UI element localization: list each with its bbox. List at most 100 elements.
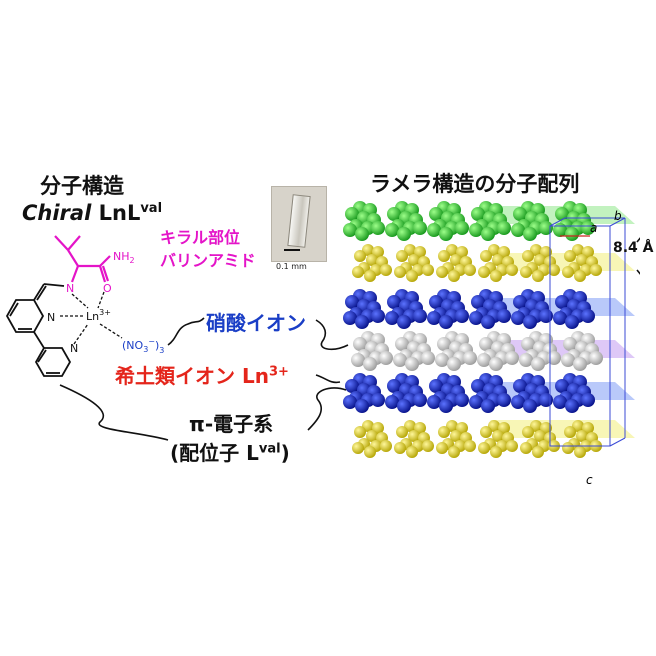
- atom-sphere: [363, 357, 377, 371]
- atom-sphere: [589, 351, 603, 365]
- atom-sphere: [371, 221, 385, 235]
- chiral-line2: バリンアミド: [160, 251, 256, 270]
- molecule-layers: [343, 201, 603, 458]
- atom-sphere: [497, 221, 511, 235]
- molecule-structure: NH2 O N N N Ln3+ (NO3−)3: [5, 235, 164, 377]
- atom-sphere: [396, 250, 408, 262]
- atom-sphere: [555, 295, 569, 309]
- atom-sphere: [565, 227, 579, 241]
- atom-sphere: [553, 223, 567, 237]
- py2-n-text: N: [70, 342, 78, 355]
- atom-sphere: [519, 353, 533, 367]
- atom-sphere: [553, 395, 567, 409]
- atom-sphere: [539, 393, 553, 407]
- atom-sphere: [511, 311, 525, 325]
- atom-sphere: [393, 353, 407, 367]
- lamellar-structure: b c a: [343, 201, 640, 487]
- atom-sphere: [406, 446, 418, 458]
- atom-sphere: [343, 223, 357, 237]
- atom-sphere: [471, 207, 485, 221]
- atom-sphere: [385, 311, 399, 325]
- atom-sphere: [539, 309, 553, 323]
- atom-sphere: [574, 446, 586, 458]
- atom-sphere: [387, 379, 401, 393]
- atom-sphere: [523, 399, 537, 413]
- atom-sphere: [450, 254, 462, 266]
- carbonyl-o-text: O: [103, 282, 112, 295]
- atom-sphere: [492, 430, 504, 442]
- atom-sphere: [439, 227, 453, 241]
- atom-sphere: [581, 309, 595, 323]
- atom-sphere: [352, 266, 364, 278]
- atom-sphere: [429, 295, 443, 309]
- atom-sphere: [436, 266, 448, 278]
- atom-sphere: [396, 426, 408, 438]
- atom-sphere: [429, 207, 443, 221]
- atom-sphere: [448, 270, 460, 282]
- axis-b-label: b: [614, 209, 622, 223]
- atom-sphere: [522, 426, 534, 438]
- atom-sphere: [590, 264, 602, 276]
- atom-sphere: [343, 395, 357, 409]
- atom-sphere: [497, 309, 511, 323]
- atom-sphere: [565, 315, 579, 329]
- atom-sphere: [531, 357, 545, 371]
- chiral-line1: キラル部位: [160, 228, 241, 247]
- atom-sphere: [574, 270, 586, 282]
- atom-sphere: [455, 393, 469, 407]
- atom-sphere: [385, 223, 399, 237]
- atom-sphere: [469, 311, 483, 325]
- yellow-layer: [352, 244, 602, 282]
- atom-sphere: [366, 430, 378, 442]
- atom-sphere: [437, 337, 451, 351]
- ligand-label: (配位子 Lval): [170, 437, 290, 466]
- atom-sphere: [353, 337, 367, 351]
- subtitle-main: LnL: [91, 201, 141, 225]
- connector-rare-earth: [315, 374, 341, 384]
- atom-sphere: [355, 227, 369, 241]
- atom-sphere: [394, 442, 406, 454]
- atom-sphere: [380, 440, 392, 452]
- nitrate-ion-label: 硝酸イオン: [206, 311, 306, 335]
- py1-n-text: N: [47, 311, 55, 324]
- atom-sphere: [469, 223, 483, 237]
- atom-sphere: [548, 264, 560, 276]
- atom-sphere: [565, 399, 579, 413]
- atom-sphere: [463, 351, 477, 365]
- atom-sphere: [413, 393, 427, 407]
- axis-c-label: c: [586, 473, 593, 487]
- atom-sphere: [521, 337, 535, 351]
- atom-sphere: [397, 227, 411, 241]
- atom-sphere: [394, 266, 406, 278]
- atom-sphere: [506, 264, 518, 276]
- atom-sphere: [405, 357, 419, 371]
- atom-sphere: [397, 315, 411, 329]
- atom-sphere: [564, 250, 576, 262]
- atom-sphere: [385, 395, 399, 409]
- atom-sphere: [490, 446, 502, 458]
- atom-sphere: [450, 430, 462, 442]
- atom-sphere: [511, 223, 525, 237]
- unit-cell: [549, 217, 626, 447]
- atom-sphere: [421, 351, 435, 365]
- atom-sphere: [406, 270, 418, 282]
- atom-sphere: [422, 440, 434, 452]
- atom-sphere: [532, 270, 544, 282]
- green-layer: [343, 201, 595, 241]
- atom-sphere: [481, 227, 495, 241]
- atom-sphere: [397, 399, 411, 413]
- atom-sphere: [534, 254, 546, 266]
- atom-sphere: [464, 264, 476, 276]
- atom-sphere: [387, 295, 401, 309]
- imine-n-text: N: [66, 282, 74, 295]
- atom-sphere: [479, 337, 493, 351]
- atom-sphere: [553, 311, 567, 325]
- rare-earth-label: 希土類イオン Ln3+: [115, 360, 289, 389]
- atom-sphere: [408, 254, 420, 266]
- distance-label: 8.4 Å: [613, 240, 654, 256]
- atom-sphere: [478, 266, 490, 278]
- atom-sphere: [354, 250, 366, 262]
- atom-sphere: [371, 393, 385, 407]
- atom-sphere: [448, 446, 460, 458]
- atom-sphere: [413, 221, 427, 235]
